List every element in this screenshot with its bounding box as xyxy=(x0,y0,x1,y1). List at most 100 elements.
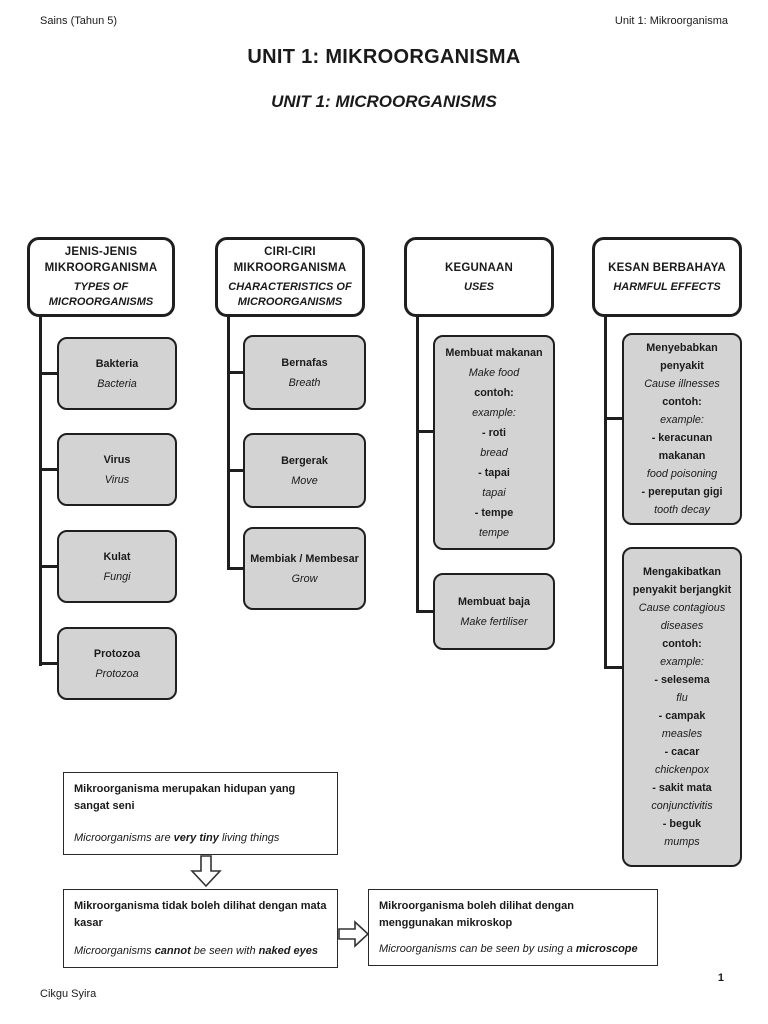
text-line: Make fertiliser xyxy=(460,615,528,628)
text-line: example: xyxy=(472,406,516,419)
category-box-kesan: KESAN BERBAHAYA HARMFUL EFFECTS xyxy=(592,237,742,317)
category-box-ciri: CIRI-CIRI MIKROORGANISMA CHARACTERISTICS… xyxy=(215,237,365,317)
connector-line xyxy=(227,315,230,570)
text-line: microscope xyxy=(575,943,638,955)
text-line: Virus xyxy=(104,473,130,486)
connector-line xyxy=(416,610,433,613)
text-line: - campak xyxy=(658,710,706,722)
fact-box-very-tiny: Mikroorganisma merupakan hidupan yang sa… xyxy=(63,772,338,855)
text-line: mumps xyxy=(664,836,700,848)
connector-line xyxy=(604,315,607,669)
connector-line xyxy=(604,666,622,669)
text-line: - beguk xyxy=(662,818,702,830)
text-line: living things xyxy=(218,832,280,844)
fact-text-english: Microorganisms can be seen by using a mi… xyxy=(379,941,647,957)
text-line: Virus xyxy=(103,453,131,466)
text-line: Mengakibatkan penyakit berjangkit xyxy=(632,566,732,596)
text-line: Cause contagious diseases xyxy=(638,602,726,632)
text-line: tooth decay xyxy=(654,504,710,516)
category-title: KESAN BERBAHAYA xyxy=(608,261,726,274)
connector-line xyxy=(39,315,42,666)
category-box-jenis: JENIS-JENIS MIKROORGANISMA TYPES OF MICR… xyxy=(27,237,175,317)
text-line: - cacar xyxy=(664,746,700,758)
text-line: example: xyxy=(660,656,704,668)
connector-line xyxy=(39,565,57,568)
category-box-kegunaan: KEGUNAAN USES xyxy=(404,237,554,317)
connector-line xyxy=(39,372,57,375)
text-line: Bakteria xyxy=(95,357,139,370)
unit-title-english: UNIT 1: MICROORGANISMS xyxy=(271,92,497,111)
text-line: tempe xyxy=(478,526,509,539)
text-line: Membuat makanan xyxy=(445,346,543,359)
connector-line xyxy=(227,567,243,570)
text-line: flu xyxy=(676,692,688,704)
text-line: contoh: xyxy=(662,396,702,408)
category-subtitle: TYPES OF MICROORGANISMS xyxy=(48,281,154,308)
text-line: - selesema xyxy=(654,674,710,686)
text-line: Membiak / Membesar xyxy=(250,552,359,565)
text-line: Microorganisms xyxy=(74,945,155,957)
text-line: Membuat baja xyxy=(458,595,530,608)
connector-line xyxy=(39,468,57,471)
text-line: chickenpox xyxy=(654,764,710,776)
footer-author: Cikgu Syira xyxy=(40,988,97,1000)
text-line: be seen with xyxy=(190,945,259,957)
text-line: contoh: xyxy=(662,638,702,650)
text-line: Bergerak xyxy=(281,454,328,467)
fact-text-malay: Mikroorganisma merupakan hidupan yang sa… xyxy=(74,783,296,812)
text-line: Microorganisms can be seen by using a xyxy=(379,943,576,955)
fact-text-malay: Mikroorganisma boleh dilihat dengan meng… xyxy=(379,900,574,929)
text-line: tapai xyxy=(482,486,506,499)
down-arrow-icon xyxy=(189,855,223,893)
text-line: - pereputan gigi xyxy=(641,486,723,498)
fact-text-english: Microorganisms are very tiny living thin… xyxy=(74,830,327,846)
text-line: Breath xyxy=(288,376,321,389)
connector-line xyxy=(416,315,419,613)
text-line: conjunctivitis xyxy=(651,800,713,812)
text-line: cannot xyxy=(154,945,191,957)
text-line: - tapai xyxy=(478,466,510,479)
category-subtitle: CHARACTERISTICS OF MICROORGANISMS xyxy=(228,281,352,308)
text-line: Protozoa xyxy=(93,647,141,660)
category-subtitle: HARMFUL EFFECTS xyxy=(613,280,721,293)
text-line: Make food xyxy=(468,366,520,379)
connector-line xyxy=(416,430,433,433)
text-line: Move xyxy=(291,474,318,487)
text-line: - keracunan makanan xyxy=(651,432,713,462)
text-line: Menyebabkan penyakit xyxy=(646,342,718,372)
fact-box-microscope: Mikroorganisma boleh dilihat dengan meng… xyxy=(368,889,658,966)
connector-line xyxy=(227,371,243,374)
text-line: - roti xyxy=(482,426,506,439)
connector-line xyxy=(604,417,622,420)
text-line: Bernafas xyxy=(281,356,328,369)
text-line: example: xyxy=(660,414,704,426)
header-left: Sains (Tahun 5) xyxy=(40,15,118,27)
text-line: very tiny xyxy=(173,832,219,844)
text-line: - sakit mata xyxy=(652,782,712,794)
unit-title-malay: UNIT 1: MIKROORGANISMA xyxy=(247,46,521,68)
text-line: - tempe xyxy=(474,506,514,519)
category-subtitle: USES xyxy=(464,280,494,293)
page-number: 1 xyxy=(717,972,724,984)
text-line: Microorganisms are xyxy=(74,832,174,844)
text-line: contoh: xyxy=(474,386,514,399)
header-right: Unit 1: Mikroorganisma xyxy=(614,15,728,27)
text-line: Grow xyxy=(291,572,318,585)
text-line: food poisoning xyxy=(646,468,718,480)
text-line: bread xyxy=(480,446,508,459)
text-line: Bacteria xyxy=(97,377,137,390)
text-line: measles xyxy=(661,728,703,740)
text-line: Cause illnesses xyxy=(644,378,720,390)
